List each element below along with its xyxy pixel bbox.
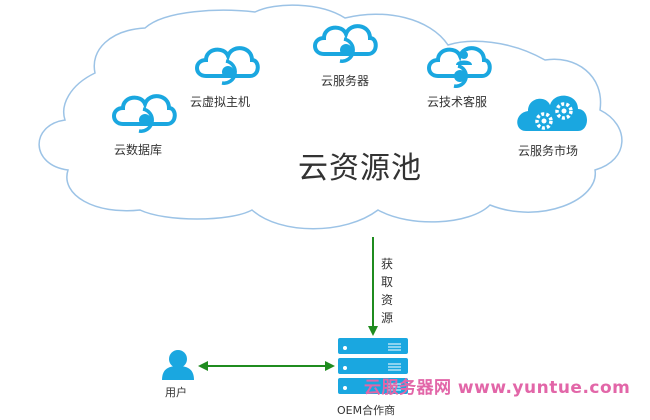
watermark: 云服务器网 www.yuntue.com: [364, 378, 631, 398]
cloud-gears-icon: [517, 95, 587, 131]
cloud-support-label: 云技术客服: [427, 95, 488, 109]
arrow-label-char: 资: [380, 293, 393, 307]
cloud-database-icon: [112, 94, 177, 134]
cloud-database-label: 云数据库: [114, 143, 163, 157]
arrow-label-char: 取: [380, 275, 393, 289]
oem-partner-label: OEM合作商: [337, 404, 396, 417]
user-icon: [162, 350, 194, 380]
arrow-label-char: 源: [380, 311, 393, 325]
user-label: 用户: [165, 386, 187, 399]
resource-pool-title: 云资源池: [298, 151, 422, 186]
cloud-market-label: 云服务市场: [518, 144, 579, 158]
cloud-virtual-host-label: 云虚拟主机: [190, 95, 251, 109]
cloud-server-label: 云服务器: [321, 74, 370, 88]
resource-pool-cloud: [38, 4, 623, 230]
acquire-resource-label: 获 取 资 源: [380, 255, 394, 327]
arrow-label-char: 获: [380, 257, 393, 271]
cloud-virtual-host-icon: [195, 46, 260, 86]
server-stack-icon: [338, 338, 408, 394]
cloud-support-icon: [427, 46, 492, 88]
cloud-server-icon: [313, 24, 378, 64]
